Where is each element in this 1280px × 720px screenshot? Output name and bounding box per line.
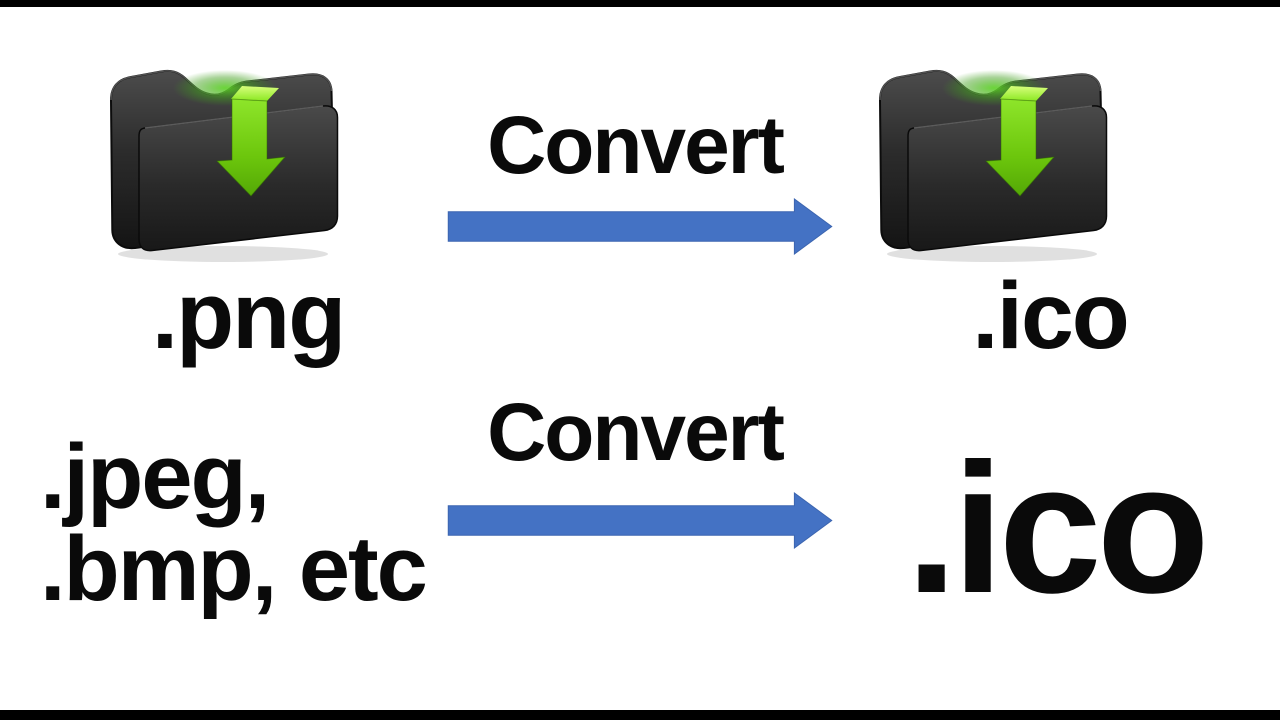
convert-label-row1: Convert — [487, 100, 785, 191]
ico-result-label: .ico — [906, 426, 1210, 632]
png-format-label: .png — [151, 263, 346, 369]
ico-format-label: .ico — [972, 263, 1130, 369]
ico-folder-download-icon — [864, 40, 1114, 268]
png-folder-download-icon — [95, 40, 345, 268]
convert-arrow-row2-icon — [447, 491, 833, 550]
source-formats-line2: .bmp, etc — [40, 518, 428, 620]
convert-arrow-row1-icon — [447, 197, 833, 256]
letterbox-bottom — [0, 710, 1280, 720]
source-formats-label: .jpeg, .bmp, etc — [40, 426, 428, 620]
source-formats-line1: .jpeg, — [40, 426, 270, 528]
convert-label-row2: Convert — [487, 387, 785, 478]
letterbox-top — [0, 0, 1280, 7]
